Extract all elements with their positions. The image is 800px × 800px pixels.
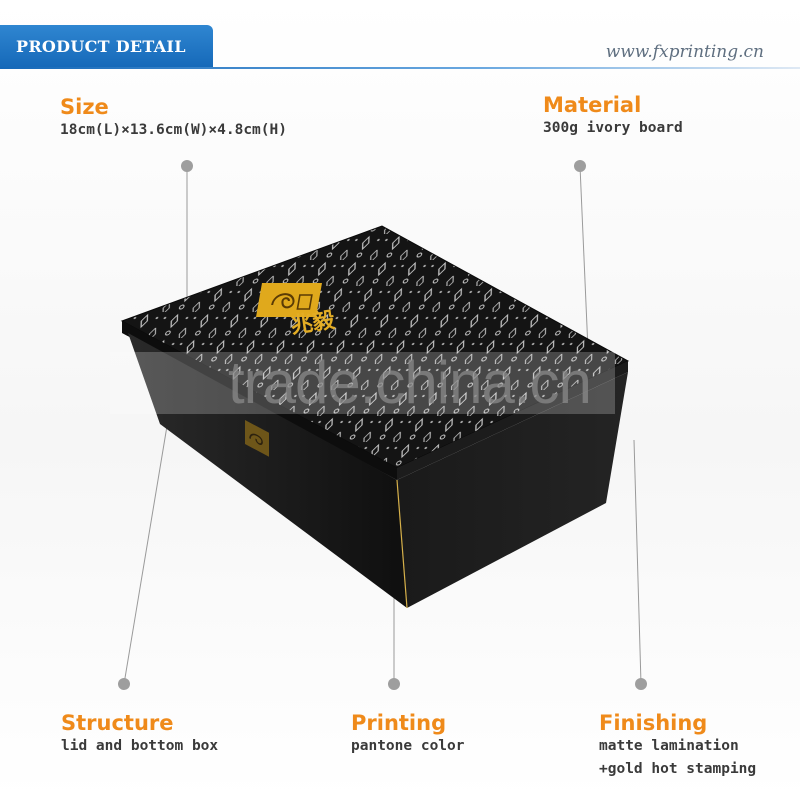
finishing-value-line2: +gold hot stamping: [599, 761, 757, 777]
product-detail-tab-label: PRODUCT DETAIL: [16, 37, 186, 56]
lid-gold-logo: [256, 283, 322, 317]
finishing-marker-dot: [635, 678, 647, 690]
box-bottom-right-face: [397, 372, 628, 608]
box-lid-right-side: [397, 361, 628, 480]
box-bottom-left-face: [128, 333, 407, 608]
size-value: 18cm(L)×13.6cm(W)×4.8cm(H): [60, 122, 287, 138]
finishing-title: Finishing: [599, 711, 708, 735]
size-marker-dot: [181, 160, 193, 172]
box-lid-left-side: [122, 321, 397, 480]
structure-title: Structure: [61, 711, 174, 735]
box-gold-edge: [396, 479, 408, 609]
header-divider: [0, 67, 800, 69]
structure-marker-dot: [118, 678, 130, 690]
finishing-value-line1: matte lamination: [599, 738, 739, 754]
size-spec: Size 18cm(L)×13.6cm(W)×4.8cm(H): [60, 95, 287, 142]
printing-spec: Printing pantone color: [351, 711, 465, 758]
watermark-band: [110, 352, 615, 414]
lid-gold-logo-text: 兆毅: [289, 307, 337, 339]
material-title: Material: [543, 93, 642, 117]
site-url-link[interactable]: www.fxprinting.cn: [605, 42, 764, 62]
watermark-text: trade.china.cn: [228, 349, 592, 416]
structure-value: lid and bottom box: [61, 738, 219, 754]
side-logo: [245, 420, 269, 457]
printing-value: pantone color: [351, 738, 465, 754]
structure-leader-line: [123, 419, 169, 685]
printing-title: Printing: [351, 711, 447, 735]
finishing-leader-line: [633, 439, 642, 685]
size-title: Size: [60, 95, 109, 119]
material-value: 300g ivory board: [543, 120, 683, 136]
material-marker-dot: [574, 160, 586, 172]
material-spec: Material 300g ivory board: [543, 93, 683, 140]
structure-spec: Structure lid and bottom box: [61, 711, 218, 758]
material-leader-line: [579, 165, 589, 351]
product-detail-tab: PRODUCT DETAIL: [0, 25, 213, 69]
finishing-spec: Finishing matte lamination +gold hot sta…: [599, 711, 756, 781]
printing-marker-dot: [388, 678, 400, 690]
